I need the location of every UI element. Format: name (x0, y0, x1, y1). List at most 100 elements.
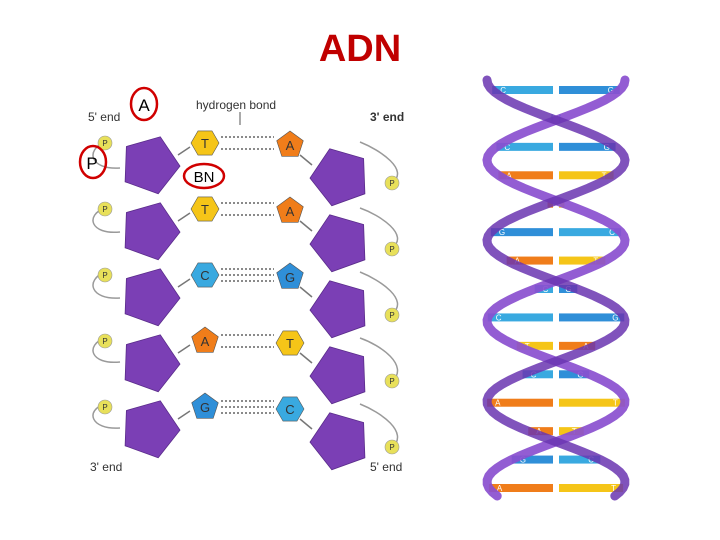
label-3-end-top: 3' end (370, 110, 404, 124)
right-phosphate-label-2: P (389, 311, 394, 320)
right-phosphate-0 (384, 175, 400, 191)
helix-backbone-2 (482, 75, 630, 501)
helix-letter-right-0: G (608, 86, 614, 95)
base-c-left-2 (190, 262, 220, 288)
helix-rung-right-11 (559, 398, 625, 407)
left-sugar-4 (124, 400, 181, 459)
right-sugar-0 (309, 148, 366, 207)
page-title: ADN (318, 28, 402, 70)
helix-rung-left-6 (506, 256, 553, 265)
left-phosphate-label-0: P (102, 139, 107, 148)
left-phosphate-1 (97, 201, 113, 217)
left-phosphate-label-1: P (102, 205, 107, 214)
right-phosphate-1 (384, 241, 400, 257)
left-sugar-2 (124, 268, 181, 327)
helix-rung-right-2 (559, 142, 616, 151)
base-annotation-circle (182, 162, 226, 190)
left-phosphate-label-2: P (102, 271, 107, 280)
left-phosphate-3 (97, 333, 113, 349)
right-glycosidic-bond-2 (299, 286, 313, 298)
sugar-annotation-circle (129, 86, 159, 122)
helix-rung-right-8 (559, 313, 625, 322)
base-a-right-1 (276, 196, 304, 223)
helix-rung-right-9 (559, 341, 596, 350)
helix-rung-right-10 (559, 370, 590, 379)
base-g-left-4-letter: G (200, 400, 210, 415)
base-t-left-0-letter: T (201, 136, 209, 151)
right-glycosidic-bond-1 (299, 220, 313, 232)
right-phosphate-2 (384, 307, 400, 323)
base-c-right-4 (275, 396, 305, 422)
left-sugar-1 (124, 202, 181, 261)
base-g-right-2 (276, 262, 304, 289)
left-glycosidic-bond-4 (177, 410, 191, 420)
helix-backbone-1 (482, 75, 630, 501)
left-backbone (92, 141, 121, 429)
left-glycosidic-bond-0 (177, 146, 191, 156)
right-phosphate-4 (384, 439, 400, 455)
label-5-end-bottom: 5' end (370, 460, 402, 474)
helix-rung-right-6 (559, 256, 606, 265)
helix-rung-left-13 (511, 455, 553, 464)
helix-rung-left-12 (528, 427, 553, 436)
helix-letter-left-2: C (504, 143, 510, 152)
helix-rung-right-3 (559, 171, 614, 180)
helix-rung-left-3 (498, 171, 553, 180)
base-c-left-2-letter: C (200, 268, 209, 283)
helix-letter-left-10: C (531, 370, 537, 379)
left-sugar-0 (124, 136, 181, 195)
label-3-end-bottom: 3' end (90, 460, 122, 474)
base-t-right-3-letter: T (286, 336, 294, 351)
label-5-end-top: 5' end (88, 110, 120, 124)
helix-rung-left-2 (496, 142, 553, 151)
left-phosphate-label-4: P (102, 403, 107, 412)
base-t-left-1-letter: T (201, 202, 209, 217)
right-glycosidic-bond-4 (299, 418, 313, 430)
base-g-right-2-letter: G (285, 270, 295, 285)
hydrogen-bond-label: hydrogen bond (196, 98, 276, 112)
left-glycosidic-bond-3 (177, 344, 191, 354)
base-annotation-label: BN (194, 169, 215, 186)
left-phosphate-4 (97, 399, 113, 415)
right-phosphate-label-4: P (389, 443, 394, 452)
helix-letter-right-14: T (611, 484, 616, 493)
base-t-right-3 (275, 330, 305, 356)
right-backbone (359, 141, 399, 449)
helix-letter-left-5: G (499, 228, 505, 237)
right-sugar-1 (309, 214, 366, 273)
base-a-left-3 (191, 326, 219, 353)
helix-rung-right-5 (559, 228, 622, 237)
base-a-right-0 (276, 130, 304, 157)
helix-letter-right-2: G (604, 143, 610, 152)
right-phosphate-label-1: P (389, 245, 394, 254)
left-phosphate-label-3: P (102, 337, 107, 346)
helix-rung-right-12 (559, 427, 584, 436)
base-c-right-4-letter: C (285, 402, 294, 417)
helix-letter-left-11: A (495, 399, 501, 408)
base-t-left-0 (190, 130, 220, 156)
left-glycosidic-bond-2 (177, 278, 191, 288)
helix-letter-left-13: G (520, 456, 526, 465)
right-phosphate-label-3: P (389, 377, 394, 386)
base-t-left-1 (190, 196, 220, 222)
helix-letter-right-5: C (609, 228, 615, 237)
helix-rung-left-11 (487, 398, 553, 407)
sugar-annotation-label: A (138, 96, 150, 115)
helix-rung-left-14 (488, 484, 553, 492)
right-glycosidic-bond-3 (299, 352, 313, 364)
helix-rung-left-0 (492, 86, 553, 94)
left-sugar-3 (124, 334, 181, 393)
right-phosphate-label-0: P (389, 179, 394, 188)
left-glycosidic-bond-1 (177, 212, 191, 222)
base-a-right-0-letter: A (286, 138, 295, 153)
right-sugar-2 (309, 280, 366, 339)
helix-letter-left-0: C (500, 86, 506, 95)
helix-rung-left-10 (522, 370, 553, 379)
helix-rung-left-8 (487, 313, 553, 322)
right-phosphate-3 (384, 373, 400, 389)
left-phosphate-2 (97, 267, 113, 283)
helix-rung-right-14 (559, 484, 624, 492)
right-sugar-3 (309, 346, 366, 405)
left-phosphate-0 (97, 135, 113, 151)
